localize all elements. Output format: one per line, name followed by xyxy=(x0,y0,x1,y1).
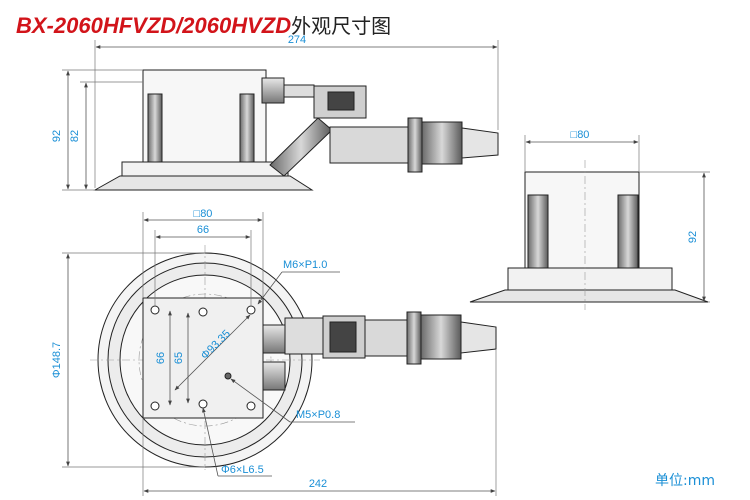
label-hole-6: Φ6×L6.5 xyxy=(221,464,264,476)
dim-height-82: 82 xyxy=(69,130,81,142)
dim-hole-65-v: 65 xyxy=(173,352,185,364)
dim-side-height-92: 92 xyxy=(687,231,699,243)
dim-hole-66-h: 66 xyxy=(197,224,209,236)
model-name: BX-2060HFVZD/2060HVZD xyxy=(16,13,292,38)
unit-label: 单位:mm xyxy=(655,473,715,489)
top-view: □80 66 Φ148.7 66 65 Φ93.35 M6×P1.0 M5×P0… xyxy=(51,208,497,496)
drawing-title: BX-2060HFVZD/2060HVZD外观尺寸图 xyxy=(16,10,391,39)
dim-length-242: 242 xyxy=(309,478,327,490)
dim-diameter-148: Φ148.7 xyxy=(51,342,63,378)
title-suffix: 外观尺寸图 xyxy=(291,14,392,38)
label-thread-m6: M6×P1.0 xyxy=(283,259,327,271)
side-view: □80 92 xyxy=(469,129,710,310)
dim-overall-length: 274 xyxy=(288,34,306,46)
dim-hole-66-v: 66 xyxy=(155,352,167,364)
dim-top-square: □80 xyxy=(194,208,213,220)
dim-height-92: 92 xyxy=(51,130,63,142)
dim-side-square: □80 xyxy=(571,129,590,141)
label-thread-m5: M5×P0.8 xyxy=(296,409,340,421)
front-view: 274 92 82 xyxy=(51,34,499,191)
